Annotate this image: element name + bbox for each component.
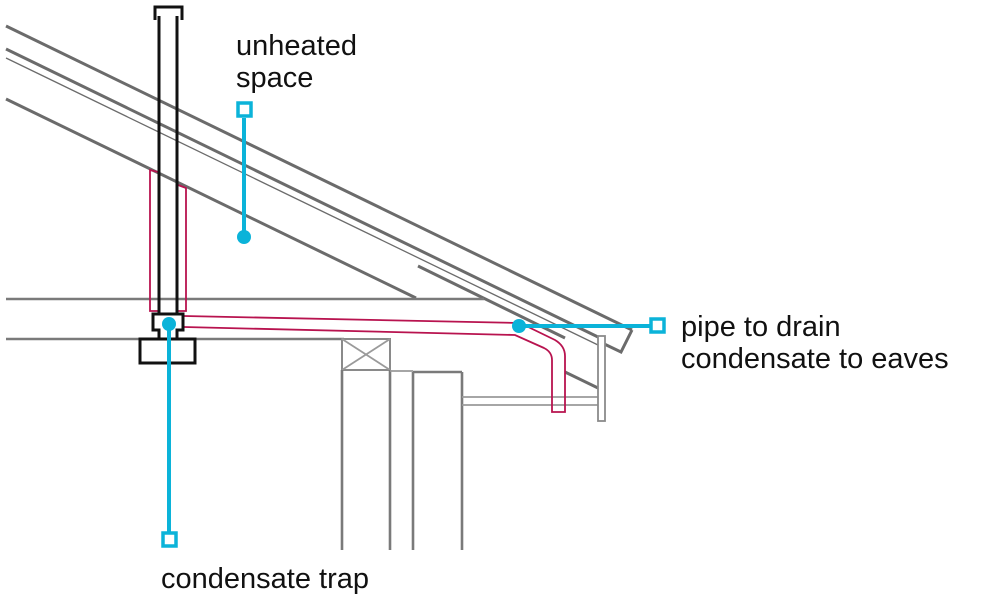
flue-boxing <box>149 168 187 312</box>
callout-marker-square <box>161 531 178 548</box>
label-condensate-trap: condensate trap <box>161 563 369 595</box>
flue-boxing-left <box>149 168 159 312</box>
roof-rafter-lower <box>5 97 417 300</box>
callout-dot <box>512 319 526 333</box>
roof-structure <box>5 24 634 390</box>
wall-plate-cross-2 <box>341 338 391 371</box>
roof-top-line <box>5 24 633 332</box>
roof-rafter-thin <box>5 57 599 346</box>
flue-cap <box>153 5 184 20</box>
label-unheated-space-line2: space <box>236 62 313 94</box>
callout-pipe-to-drain <box>512 317 666 334</box>
callout-dot <box>237 230 251 244</box>
callout-condensate-trap <box>161 317 178 548</box>
fascia-board <box>597 335 606 422</box>
condensate-pipe <box>183 315 566 413</box>
wall-structure <box>340 335 606 550</box>
label-pipe-to-drain-line1: pipe to drain <box>681 311 841 343</box>
callout-marker-square <box>236 101 253 118</box>
label-unheated-space-line1: unheated <box>236 30 357 62</box>
flue-boxing-right <box>177 184 187 312</box>
callout-marker-square <box>649 317 666 334</box>
roof-rafter-upper <box>5 47 599 339</box>
condensate-pipe-outline <box>183 315 566 413</box>
callout-dot <box>162 317 176 331</box>
callout-unheated-space <box>236 101 253 244</box>
label-pipe-to-drain-line2: condensate to eaves <box>681 343 949 375</box>
soffit-bracket <box>564 370 599 390</box>
